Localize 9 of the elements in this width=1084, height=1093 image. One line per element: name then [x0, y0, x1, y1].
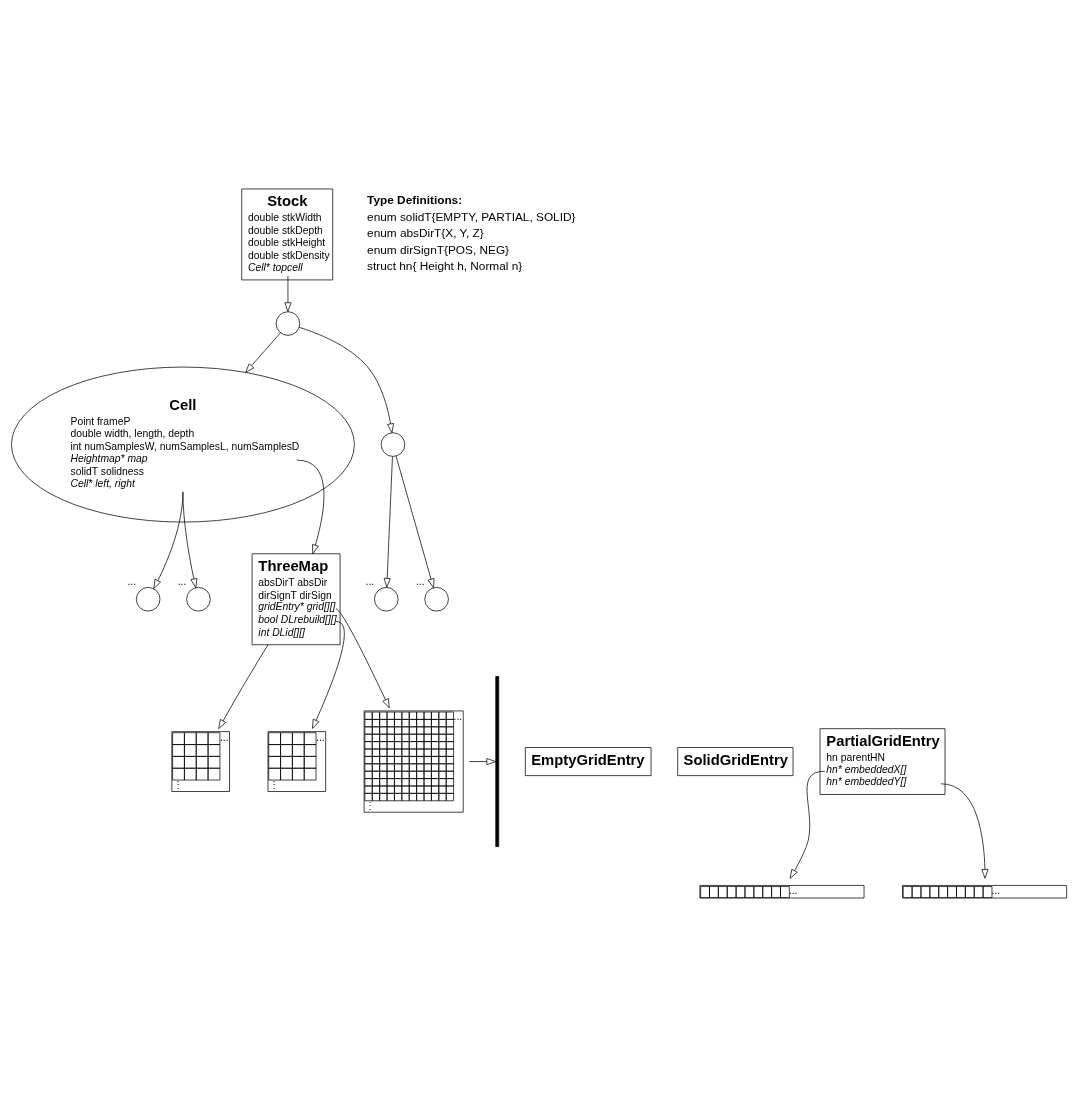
label: struct hn{ Height h, Normal n} — [367, 258, 523, 273]
label: Type Definitions: — [367, 192, 463, 207]
node-label: ... — [177, 575, 187, 587]
label: enum absDirT{X, Y, Z} — [367, 225, 484, 240]
node-label: ... — [127, 575, 137, 587]
label: enum dirSignT{POS, NEG} — [367, 242, 510, 257]
label: enum solidT{EMPTY, PARTIAL, SOLID} — [367, 209, 576, 224]
node-label: ... — [415, 575, 425, 587]
node-label: ... — [365, 575, 375, 587]
